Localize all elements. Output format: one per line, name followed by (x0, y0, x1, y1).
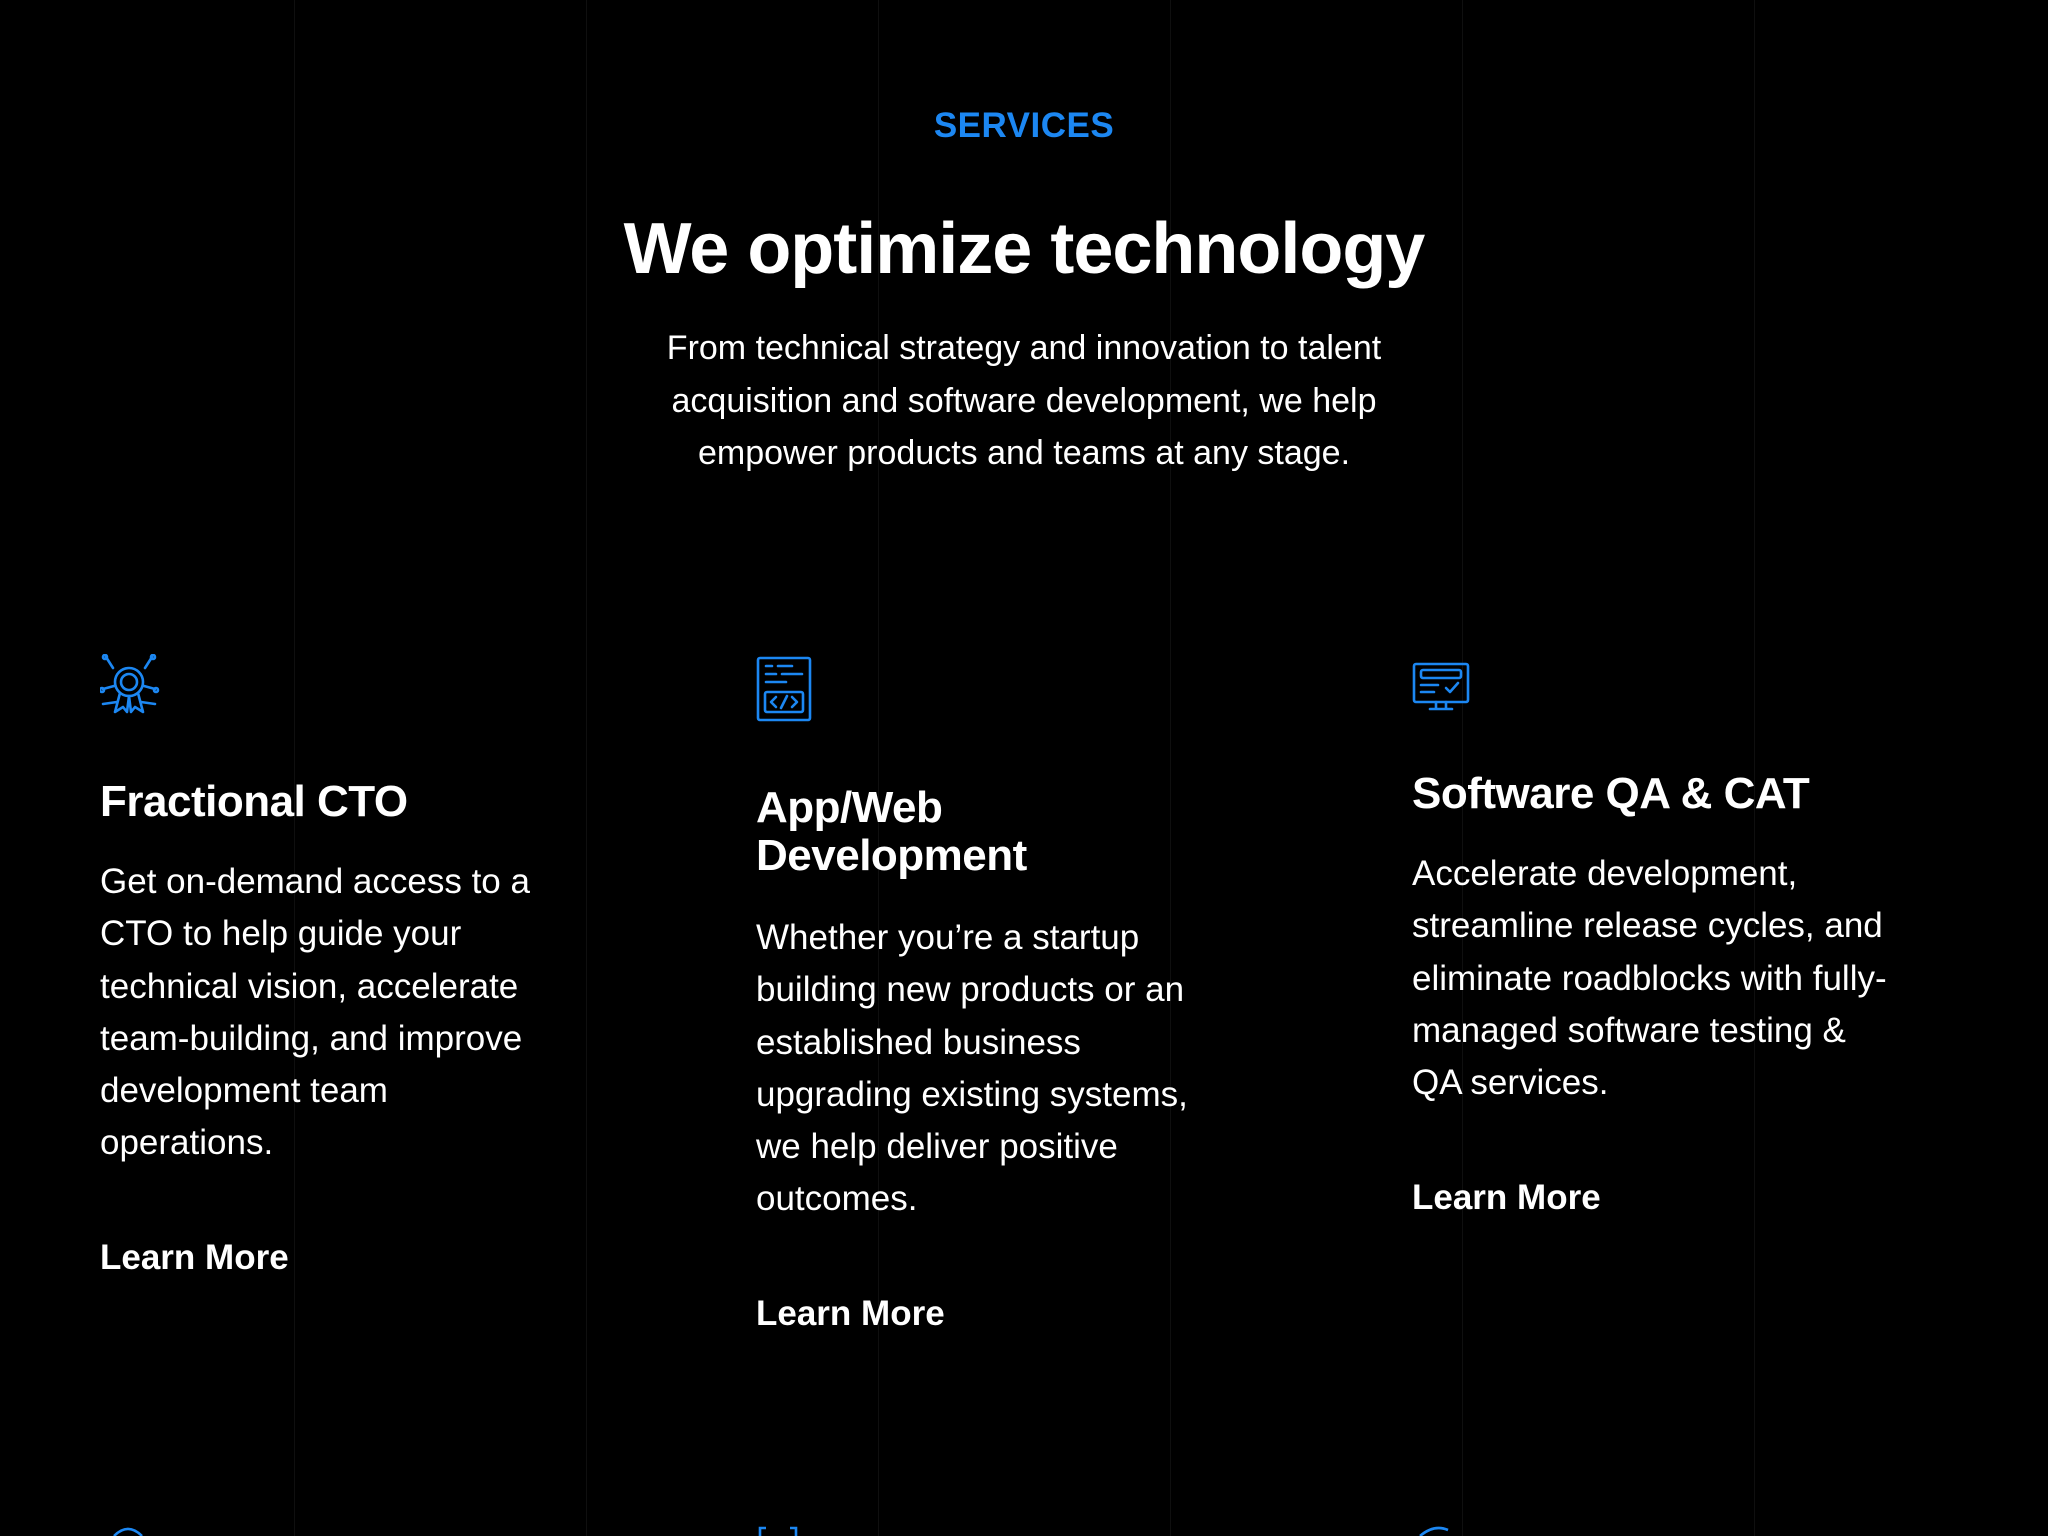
learn-more-link[interactable]: Learn More (756, 1294, 945, 1333)
service-description: Get on-demand access to a CTO to help gu… (100, 862, 530, 1163)
next-row-icon (113, 1527, 143, 1536)
section-eyebrow: SERVICES (933, 106, 1115, 145)
code-window-icon (756, 656, 812, 727)
service-title: App/Web Development (756, 783, 1027, 880)
award-badge-icon (98, 653, 162, 721)
service-description: Whether you’re a startup building new pr… (756, 918, 1188, 1219)
monitor-checklist-icon (1412, 662, 1470, 717)
learn-more-link[interactable]: Learn More (100, 1238, 289, 1277)
service-description: Accelerate development, streamline relea… (1412, 854, 1887, 1103)
next-row-icon (1419, 1526, 1449, 1536)
service-title: Fractional CTO (100, 777, 408, 826)
service-title: Software QA & CAT (1412, 769, 1810, 818)
learn-more-link[interactable]: Learn More (1412, 1178, 1601, 1217)
next-row-icon (758, 1526, 798, 1536)
section-title: We optimize technology (623, 209, 1426, 289)
section-intro: From technical strategy and innovation t… (666, 329, 1382, 472)
